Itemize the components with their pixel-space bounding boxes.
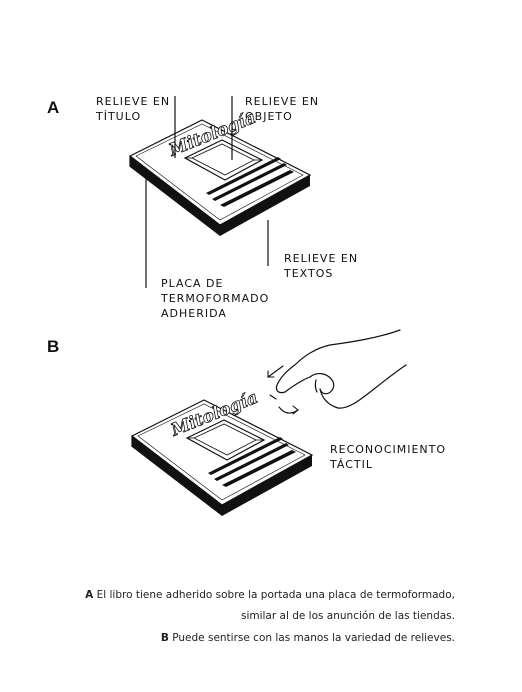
arrow-lower-head xyxy=(292,405,299,415)
caption-a: A El libro tiene adherido sobre la porta… xyxy=(85,589,455,622)
arrow-upper-line xyxy=(267,365,284,378)
label-relieve-textos: RELIEVE EN TEXTOS xyxy=(284,252,359,280)
label-relieve-objeto: RELIEVE EN OBJETO xyxy=(245,95,320,123)
label-placa-termoformado: PLACA DE TERMOFORMADO ADHERIDA xyxy=(161,277,270,320)
arrow-upper-head xyxy=(267,370,275,378)
book-a-illustration: Mitología xyxy=(129,107,311,237)
hand-illustration xyxy=(275,329,407,409)
book-b-illustration: Mitología xyxy=(131,387,313,517)
panel-b-letter: B xyxy=(47,337,60,356)
arrow-lower-tick xyxy=(269,394,277,400)
caption-b: B Puede sentirse con las manos la varied… xyxy=(160,632,455,644)
panel-a-letter: A xyxy=(47,98,60,117)
label-reconocimiento-tactil: RECONOCIMIENTO TÁCTIL xyxy=(330,443,447,471)
label-relieve-titulo: RELIEVE EN TÍTULO xyxy=(96,95,171,123)
motion-arrows xyxy=(267,365,299,415)
